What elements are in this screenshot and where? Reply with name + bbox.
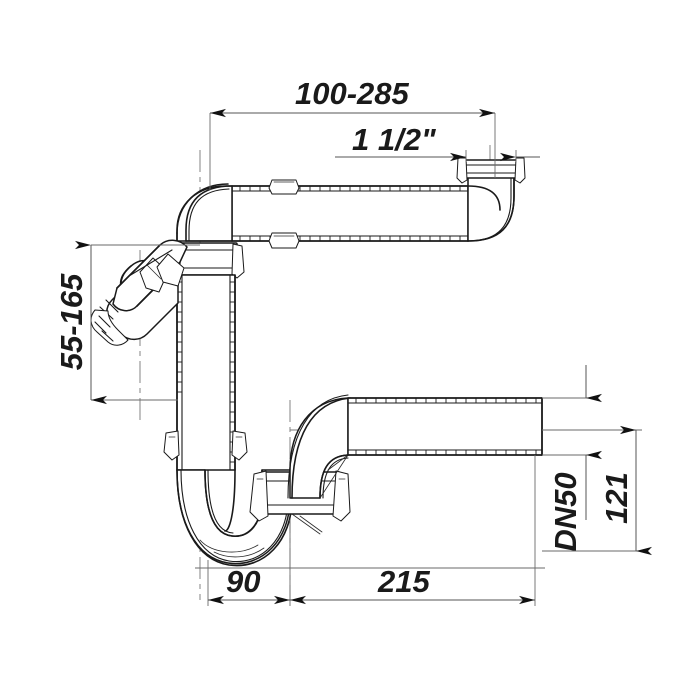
outlet-pipe <box>347 397 543 456</box>
riser-clip-left <box>163 430 180 461</box>
dim-label-121: 121 <box>599 472 634 524</box>
left-elbow <box>176 183 233 242</box>
inlet-flange-top-right <box>456 157 526 191</box>
dim-label-dn50: DN50 <box>548 472 583 551</box>
dimension-horizontal-adjustable-length: 100-285 <box>209 76 496 190</box>
dim-label-90: 90 <box>226 564 260 599</box>
pipe-clip-upper <box>268 179 300 195</box>
horizontal-inlet-pipe <box>231 179 469 249</box>
dimension-outlet-height: 121 <box>542 425 652 556</box>
nozzle-collar <box>139 253 185 293</box>
outlet-rib-texture-top <box>348 398 542 404</box>
outlet-rib-texture-bottom <box>348 449 542 455</box>
dim-label-100-285: 100-285 <box>295 76 410 111</box>
siphon-geometry <box>90 145 545 600</box>
dimension-outlet-nominal-diameter: DN50 <box>542 365 602 552</box>
dimension-bottom-group: 90 215 <box>195 455 545 606</box>
dim-label-thread-size: 1 1/2" <box>352 122 437 157</box>
dim-label-55-165: 55-165 <box>54 273 89 370</box>
riser-clip-right <box>231 430 248 461</box>
vertical-riser-pipe <box>163 274 248 471</box>
dimension-inlet-thread-size: 1 1/2" <box>335 122 540 162</box>
dimension-vertical-adjustable-height: 55-165 <box>54 240 200 405</box>
pipe-clip-lower <box>268 232 300 249</box>
dim-label-215: 215 <box>377 564 430 599</box>
